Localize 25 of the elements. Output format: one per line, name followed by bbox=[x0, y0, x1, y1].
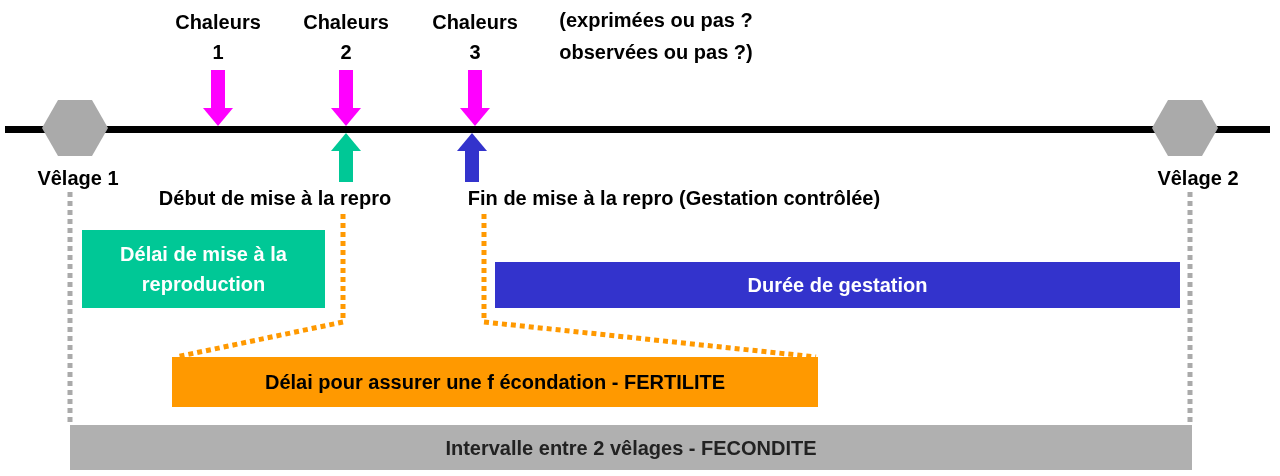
milestone-label: Vêlage 2 bbox=[1156, 166, 1240, 191]
dotted-connector bbox=[67, 192, 73, 425]
period-bar bbox=[172, 357, 818, 407]
bar-label: Durée de gestation bbox=[747, 273, 928, 298]
event-label: Fin de mise à la repro (Gestation contrôlée) bbox=[467, 186, 881, 211]
period-bar bbox=[82, 230, 325, 308]
arrow bbox=[457, 133, 487, 182]
bar-label: Intervalle entre 2 vêlages - FECONDITE bbox=[445, 435, 817, 461]
note-text: (exprimées ou pas ? observées ou pas ?) bbox=[558, 8, 754, 65]
period-bar bbox=[70, 425, 1192, 470]
timeline-axis bbox=[5, 126, 1270, 133]
dotted-connector bbox=[1187, 192, 1193, 425]
arrow bbox=[203, 70, 233, 126]
arrow bbox=[331, 70, 361, 126]
bar-label: Délai de mise à la reproduction bbox=[119, 242, 288, 297]
bar-label: Délai pour assurer une f écondation - FERTILITE bbox=[264, 370, 726, 395]
event-label: Chaleurs 1 bbox=[174, 10, 262, 65]
arrow bbox=[331, 133, 361, 182]
event-label: Chaleurs 2 bbox=[302, 10, 390, 65]
dotted-connector bbox=[481, 214, 817, 360]
arrow bbox=[460, 70, 490, 126]
event-label: Début de mise à la repro bbox=[158, 186, 392, 211]
event-label: Chaleurs 3 bbox=[431, 10, 519, 65]
period-bar bbox=[495, 262, 1180, 308]
milestone-label: Vêlage 1 bbox=[36, 166, 120, 191]
